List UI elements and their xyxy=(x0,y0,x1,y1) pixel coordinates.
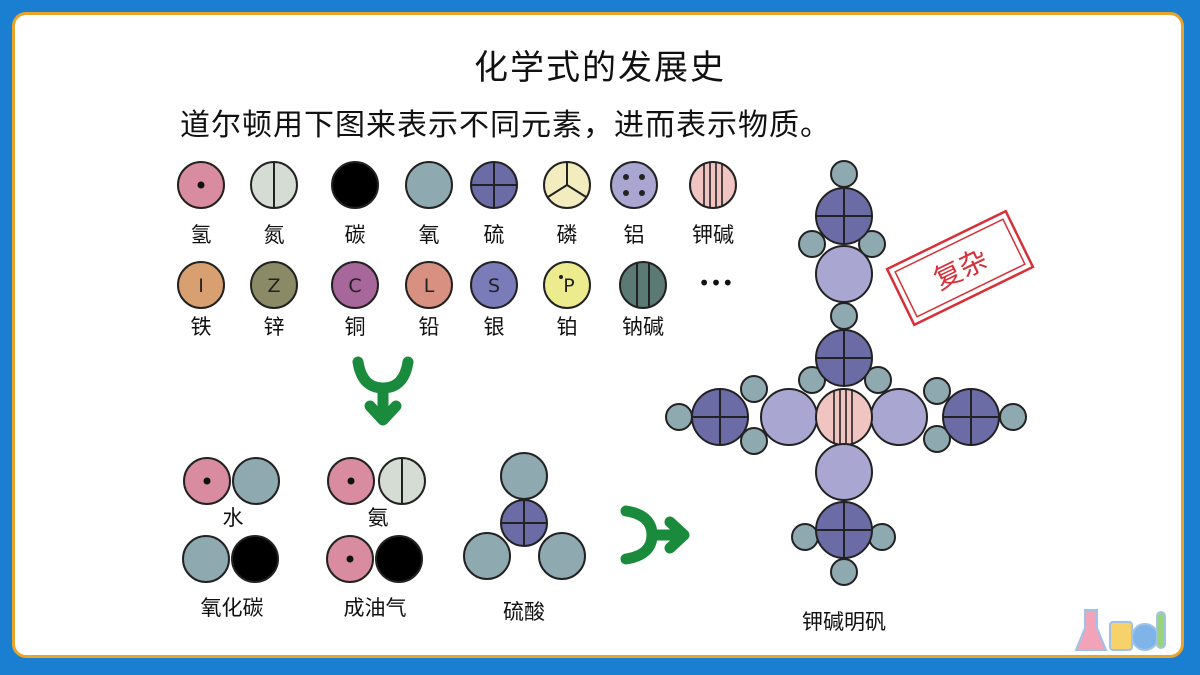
element-potash xyxy=(689,161,737,209)
compound-olefiant-gas xyxy=(326,535,423,583)
label-ammonia: 氨 xyxy=(368,506,389,530)
label-alum: 钾碱明矾 xyxy=(802,610,886,634)
element-hydrogen xyxy=(177,161,225,209)
compound-ammonia xyxy=(327,457,426,505)
label-potash: 钾碱 xyxy=(692,223,734,247)
symbol-lead: L xyxy=(424,275,435,297)
complex-stamp: 复杂 xyxy=(885,209,1035,327)
label-sulfuric-acid: 硫酸 xyxy=(503,600,545,624)
label-carbon-oxide: 氧化碳 xyxy=(201,596,264,620)
label-silver: 银 xyxy=(484,315,505,339)
label-lead: 铅 xyxy=(419,315,440,339)
slide-title: 化学式的发展史 xyxy=(474,48,726,88)
label-zinc: 锌 xyxy=(264,315,285,339)
symbol-zinc: Z xyxy=(267,275,280,297)
label-water: 水 xyxy=(223,506,244,530)
element-iron: I xyxy=(177,261,225,309)
symbol-platinum: P xyxy=(563,275,574,297)
element-aluminum xyxy=(610,161,658,209)
ellipsis: ••• xyxy=(698,271,733,295)
element-platinum: P xyxy=(543,261,591,309)
element-zinc: Z xyxy=(250,261,298,309)
label-phosphorus: 磷 xyxy=(557,223,578,247)
slide-subtitle: 道尔顿用下图来表示不同元素，进而表示物质。 xyxy=(180,108,831,143)
symbol-copper: C xyxy=(348,275,361,297)
element-nitrogen xyxy=(250,161,298,209)
label-aluminum: 铝 xyxy=(624,223,645,247)
label-oxygen: 氧 xyxy=(419,223,440,247)
element-oxygen xyxy=(405,161,453,209)
merge-arrow-right-icon xyxy=(620,505,690,565)
element-sulfur xyxy=(470,161,518,209)
compound-sulfuric-acid xyxy=(463,452,586,580)
element-soda xyxy=(619,261,667,309)
label-olefiant-gas: 成油气 xyxy=(344,596,407,620)
compound-carbon-oxide xyxy=(182,535,279,583)
label-nitrogen: 氮 xyxy=(264,223,285,247)
label-carbon: 碳 xyxy=(345,223,366,247)
element-silver: S xyxy=(470,261,518,309)
label-platinum: 铂 xyxy=(557,315,578,339)
element-copper: C xyxy=(331,261,379,309)
label-sulfur: 硫 xyxy=(484,223,505,247)
element-carbon xyxy=(331,161,379,209)
label-iron: 铁 xyxy=(191,315,212,339)
element-phosphorus xyxy=(543,161,591,209)
element-lead: L xyxy=(405,261,453,309)
label-hydrogen: 氢 xyxy=(191,223,212,247)
compound-water xyxy=(183,457,280,505)
lab-glassware-icon xyxy=(1074,609,1166,651)
symbol-iron: I xyxy=(198,275,204,297)
label-copper: 铜 xyxy=(345,315,366,339)
merge-arrow-down-icon xyxy=(352,356,414,426)
compound-alum xyxy=(665,160,1027,586)
symbol-silver: S xyxy=(488,275,500,297)
label-soda: 钠碱 xyxy=(622,315,664,339)
